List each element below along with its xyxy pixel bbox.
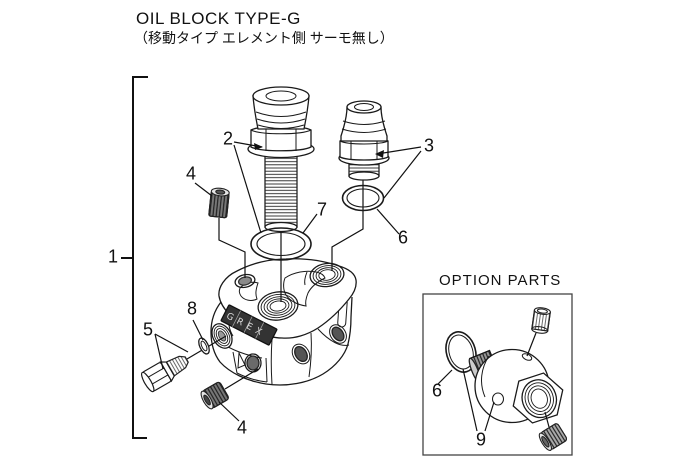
option-plug-bottom (538, 423, 568, 452)
facet-oval-ports (291, 324, 347, 365)
option-plug-top (531, 307, 551, 334)
option-oring (445, 331, 477, 373)
part-4-plug-top (208, 187, 230, 219)
part-label-4-top: 4 (185, 163, 197, 184)
main-block: GREX (210, 258, 357, 386)
left-side-port (211, 323, 233, 349)
part-label-8: 8 (186, 298, 198, 319)
part-4-plug-bottom (200, 381, 229, 410)
part-7-oring (250, 227, 312, 261)
page-subtitle: （移動タイプ エレメント側 サーモ無し） (134, 30, 394, 46)
part-label-3: 3 (423, 135, 435, 156)
leader-lines (154, 141, 422, 422)
part-label-7: 7 (316, 199, 328, 220)
center-port (257, 291, 299, 321)
part-6-oring (341, 184, 385, 212)
option-adapter (468, 348, 564, 424)
option-axis-lines (437, 332, 550, 432)
part-label-6: 6 (397, 227, 409, 248)
part-8-washer (198, 337, 210, 355)
top-left-hole (234, 273, 256, 289)
part-label-5: 5 (142, 319, 154, 340)
option-parts-box (422, 293, 573, 456)
part-label-4-bottom: 4 (236, 417, 248, 438)
part-5-drain-plug (140, 355, 189, 393)
option-parts-heading: OPTION PARTS (439, 272, 562, 289)
bottom-plug-hole (237, 351, 262, 373)
top-right-port (309, 262, 345, 288)
part-label-9: 9 (475, 429, 487, 450)
part-3-fitting (338, 100, 390, 181)
page-title: OIL BLOCK TYPE-G (136, 9, 301, 28)
part-2-union-bolt (247, 86, 315, 233)
part-label-1: 1 (107, 246, 119, 267)
part-1-bracket (121, 76, 148, 439)
part-label-2: 2 (222, 128, 234, 149)
part-label-6-option: 6 (431, 380, 443, 401)
